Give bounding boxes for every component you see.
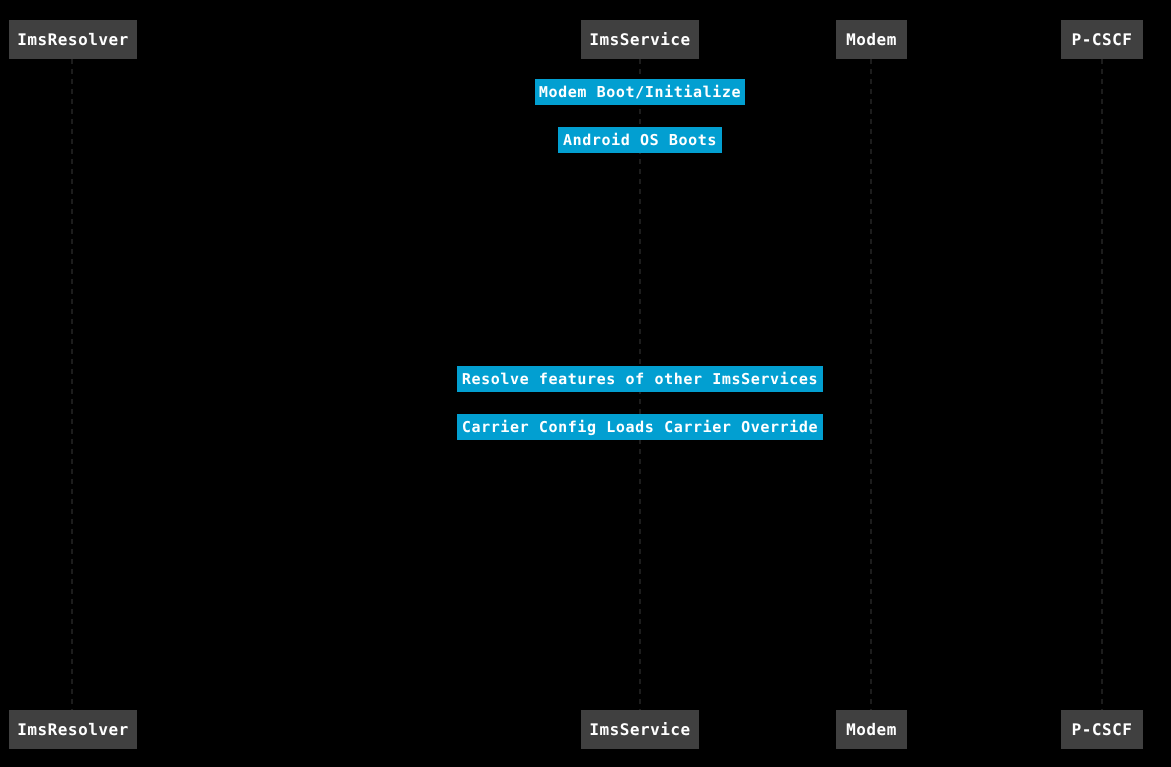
lifeline-pcscf xyxy=(1101,59,1103,710)
participant-label: ImsResolver xyxy=(17,720,129,739)
note-label: Android OS Boots xyxy=(562,131,718,149)
participant-foot-modem[interactable]: Modem xyxy=(836,710,907,749)
participant-foot-imsservice[interactable]: ImsService xyxy=(581,710,699,749)
participant-head-imsresolver[interactable]: ImsResolver xyxy=(9,20,137,59)
participant-foot-pcscf[interactable]: P-CSCF xyxy=(1061,710,1143,749)
participant-foot-imsresolver[interactable]: ImsResolver xyxy=(9,710,137,749)
participant-head-pcscf[interactable]: P-CSCF xyxy=(1061,20,1143,59)
lifeline-modem xyxy=(870,59,872,710)
participant-label: ImsService xyxy=(589,720,691,739)
lifeline-imsresolver xyxy=(71,59,73,710)
note-android-os-boots[interactable]: Android OS Boots xyxy=(558,127,722,153)
participant-label: P-CSCF xyxy=(1071,30,1133,49)
note-modem-boot[interactable]: Modem Boot/Initialize xyxy=(535,79,745,105)
note-resolve-features[interactable]: Resolve features of other ImsServices xyxy=(457,366,823,392)
participant-label: Modem xyxy=(846,720,897,739)
participant-label: P-CSCF xyxy=(1071,720,1133,739)
participant-label: ImsResolver xyxy=(17,30,129,49)
note-label: Carrier Config Loads Carrier Override xyxy=(461,418,819,436)
participant-label: ImsService xyxy=(589,30,691,49)
participant-label: Modem xyxy=(846,30,897,49)
note-carrier-config[interactable]: Carrier Config Loads Carrier Override xyxy=(457,414,823,440)
note-label: Modem Boot/Initialize xyxy=(538,83,742,101)
participant-head-modem[interactable]: Modem xyxy=(836,20,907,59)
participant-head-imsservice[interactable]: ImsService xyxy=(581,20,699,59)
note-label: Resolve features of other ImsServices xyxy=(461,370,819,388)
